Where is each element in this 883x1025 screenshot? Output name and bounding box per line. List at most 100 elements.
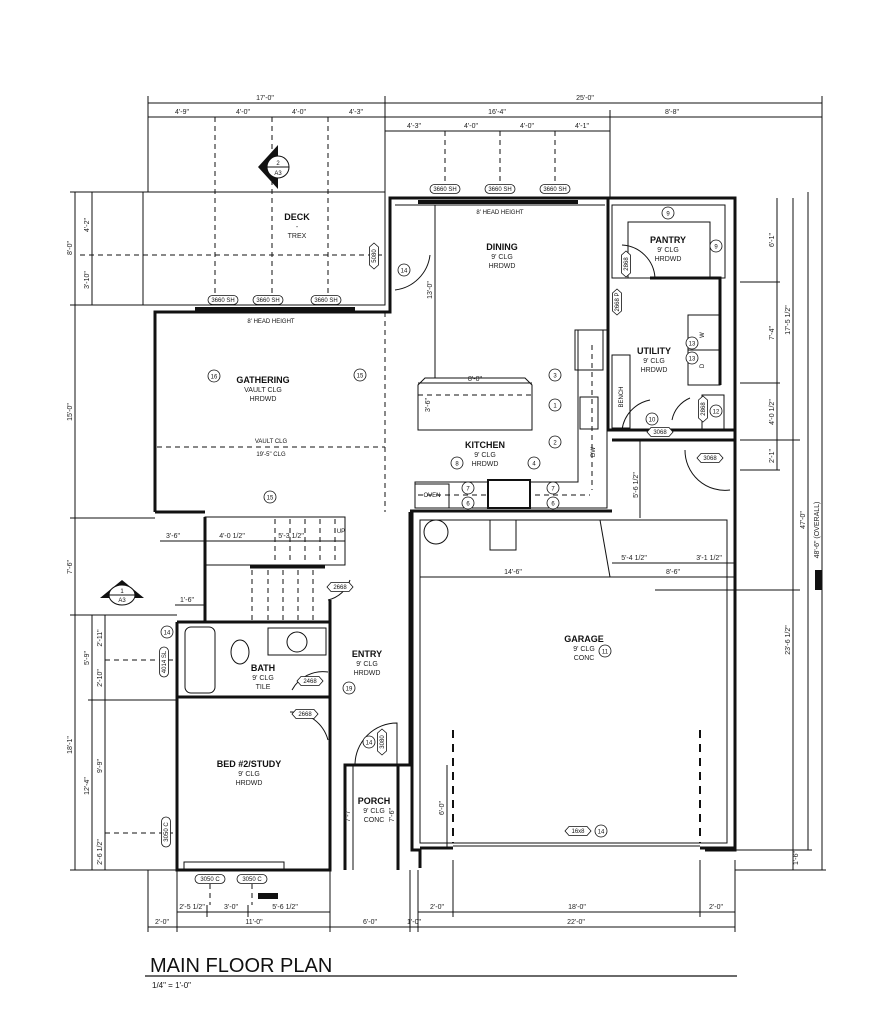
dimension-label: 15'-0" — [67, 403, 74, 421]
dimension-label: 7'-4" — [769, 326, 776, 340]
dimension-label: 2'-10" — [97, 669, 104, 687]
keynote-circle[interactable] — [594, 824, 608, 838]
plan-note: DW — [591, 447, 597, 457]
keynote-number: 8 — [455, 462, 459, 468]
room-name: DECK — [284, 212, 310, 222]
keynote-circle[interactable] — [548, 435, 562, 449]
dimension-label: 4'-3" — [407, 123, 421, 130]
keynote-circle[interactable] — [548, 398, 562, 412]
door-tag[interactable]: 16x8 — [564, 826, 592, 836]
door-tag-label: 2668 — [333, 585, 347, 591]
keynote-circle[interactable] — [548, 368, 562, 382]
plan-note: 8' HEAD HEIGHT — [476, 210, 523, 216]
window-tag[interactable]: 3660 SH — [539, 184, 571, 194]
dimension-label: 16'-4" — [488, 109, 506, 116]
room-ceiling: 9' CLG — [356, 661, 378, 668]
keynote-circle[interactable] — [685, 336, 699, 350]
keynote-number: 10 — [649, 418, 656, 424]
door-tag[interactable]: 2668 P — [612, 288, 622, 316]
dimension-lines — [70, 96, 826, 932]
door-tag[interactable]: 2868 — [698, 395, 708, 423]
door-tag[interactable]: 2668 — [291, 709, 319, 719]
keynote-number: 7 — [551, 487, 555, 493]
keynote-circle[interactable] — [598, 644, 612, 658]
keynote-circle[interactable] — [546, 481, 560, 495]
dimension-label: 4'-2" — [84, 218, 91, 232]
toilet — [230, 639, 250, 665]
plan-note: W — [700, 332, 706, 338]
section-number: 2 — [276, 161, 280, 167]
keynote-circle[interactable] — [527, 456, 541, 470]
dimension-label: 13'-0" — [427, 281, 434, 299]
keynote-circle[interactable] — [709, 239, 723, 253]
section-marker-1-a3[interactable]: 1 A3 — [100, 580, 144, 606]
door-tag[interactable]: 3068 — [646, 427, 674, 437]
window-tag-label: 3660 SH — [314, 298, 337, 304]
keynote-circle[interactable] — [450, 456, 464, 470]
window-tag[interactable]: 3050 C — [236, 874, 268, 884]
keynote-circle[interactable] — [397, 263, 411, 277]
deck-outline — [142, 191, 386, 306]
window-tag[interactable]: 3050 C — [194, 874, 226, 884]
dimension-label: 4'-0" — [236, 109, 250, 116]
keynote-circle[interactable] — [645, 412, 659, 426]
plan-note: UP — [337, 529, 345, 535]
section-marker-2-a3[interactable]: 2 A3 — [258, 145, 290, 189]
room-name: KITCHEN — [465, 440, 505, 450]
room-name: UTILITY — [637, 346, 671, 356]
keynote-circle[interactable] — [661, 206, 675, 220]
room-finish: HRDWD — [250, 396, 277, 403]
dimension-label: 3'-0" — [224, 904, 238, 911]
room-name: PORCH — [358, 796, 391, 806]
dimension-label: 3'-6" — [425, 398, 432, 412]
keynote-circle[interactable] — [461, 481, 475, 495]
keynote-number: 14 — [401, 269, 408, 275]
dimension-label: 12'-4" — [84, 777, 91, 795]
door-tag[interactable]: 2468 — [296, 676, 324, 686]
dimension-label: 5'-6 1/2" — [633, 472, 640, 498]
vanity — [267, 627, 327, 656]
dimension-label: 4'-0" — [292, 109, 306, 116]
keynote-circle[interactable] — [362, 735, 376, 749]
keynote-circle[interactable] — [461, 496, 475, 510]
keynote-number: 9 — [714, 245, 718, 251]
keynote-number: 12 — [713, 410, 720, 416]
keynote-number: 14 — [366, 741, 373, 747]
window-tag-label: 3050 C — [164, 822, 170, 842]
door-tag[interactable]: 2668 — [326, 582, 354, 592]
keynote-circle[interactable] — [342, 681, 356, 695]
dimension-label: 18'-0" — [568, 904, 586, 911]
window-tag[interactable]: 3050 C — [161, 816, 171, 848]
keynote-circle[interactable] — [709, 404, 723, 418]
door-tag[interactable]: 5080 — [369, 242, 379, 270]
door-tag[interactable]: 3080 — [377, 728, 387, 756]
window-tag[interactable]: 3660 SH — [484, 184, 516, 194]
dimension-label: 22'-0" — [567, 919, 585, 926]
keynote-number: 13 — [689, 357, 696, 363]
window-tag[interactable]: 3660 SH — [429, 184, 461, 194]
room-name: ENTRY — [352, 649, 382, 659]
section-markers: 2 A3 1 A3 — [100, 145, 290, 606]
door-tag[interactable]: 3068 — [696, 453, 724, 463]
door-tag[interactable]: 2868 — [621, 250, 631, 278]
room-finish: HRDWD — [641, 367, 668, 374]
keynote-circle[interactable] — [263, 490, 277, 504]
door-tag-label: 5080 — [372, 249, 378, 263]
room-name: GARAGE — [564, 634, 604, 644]
keynote-circle[interactable] — [353, 368, 367, 382]
keynote-circle[interactable] — [207, 369, 221, 383]
door-tag-label: 3068 — [703, 456, 717, 462]
window-tag[interactable]: 3660 SH — [310, 295, 342, 305]
keynote-circle[interactable] — [546, 496, 560, 510]
window-tag[interactable]: 4014 SL — [159, 646, 169, 678]
room-finish: HRDWD — [354, 670, 381, 677]
door-tag-label: 2868 — [624, 257, 630, 271]
window-tag[interactable]: 3660 SH — [207, 295, 239, 305]
window-tag-label: 3660 SH — [433, 187, 456, 193]
keynote-circle[interactable] — [160, 625, 174, 639]
door-tag-label: 16x8 — [571, 829, 585, 835]
window-tag-label: 3660 SH — [211, 298, 234, 304]
keynote-circle[interactable] — [685, 351, 699, 365]
window-tag[interactable]: 3660 SH — [252, 295, 284, 305]
dimension-label: 18'-1" — [67, 736, 74, 754]
